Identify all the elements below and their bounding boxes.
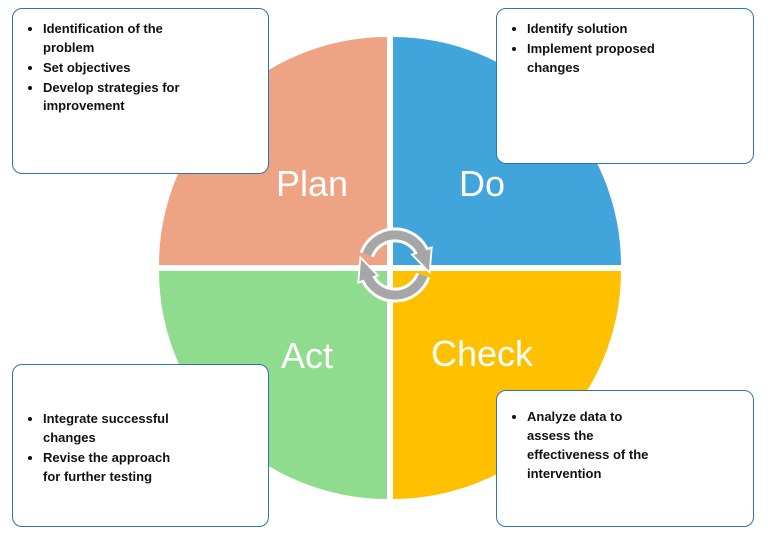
callout-bullet: Set objectives <box>43 59 199 78</box>
callout-bullet: Integrate successful changes <box>43 410 177 448</box>
segment-plan <box>159 37 387 265</box>
callout-bullet: Identification of the problem <box>43 20 199 58</box>
callout-do: Identify solutionImplement proposed chan… <box>496 8 754 164</box>
segment-check <box>393 271 621 499</box>
segment-label-do: Do <box>459 163 505 204</box>
callout-act: Integrate successful changesRevise the a… <box>12 364 269 527</box>
segment-act <box>159 271 387 499</box>
callout-plan: Identification of the problemSet objecti… <box>12 8 269 174</box>
callout-bullet: Revise the approach for further testing <box>43 449 177 487</box>
cycle-arrows-icon <box>357 227 433 303</box>
segment-label-check: Check <box>431 333 534 374</box>
callout-bullet: Develop strategies for improvement <box>43 79 199 117</box>
callout-do-list: Identify solutionImplement proposed chan… <box>505 20 655 78</box>
segment-label-plan: Plan <box>276 163 348 204</box>
callout-plan-list: Identification of the problemSet objecti… <box>21 20 199 116</box>
segment-label-act: Act <box>281 335 333 376</box>
callout-check-list: Analyze data to assess the effectiveness… <box>505 408 669 483</box>
callout-bullet: Implement proposed changes <box>527 40 655 78</box>
callout-bullet: Analyze data to assess the effectiveness… <box>527 408 669 483</box>
callout-bullet: Identify solution <box>527 20 655 39</box>
callout-check: Analyze data to assess the effectiveness… <box>496 390 754 527</box>
callout-act-list: Integrate successful changesRevise the a… <box>21 410 177 486</box>
